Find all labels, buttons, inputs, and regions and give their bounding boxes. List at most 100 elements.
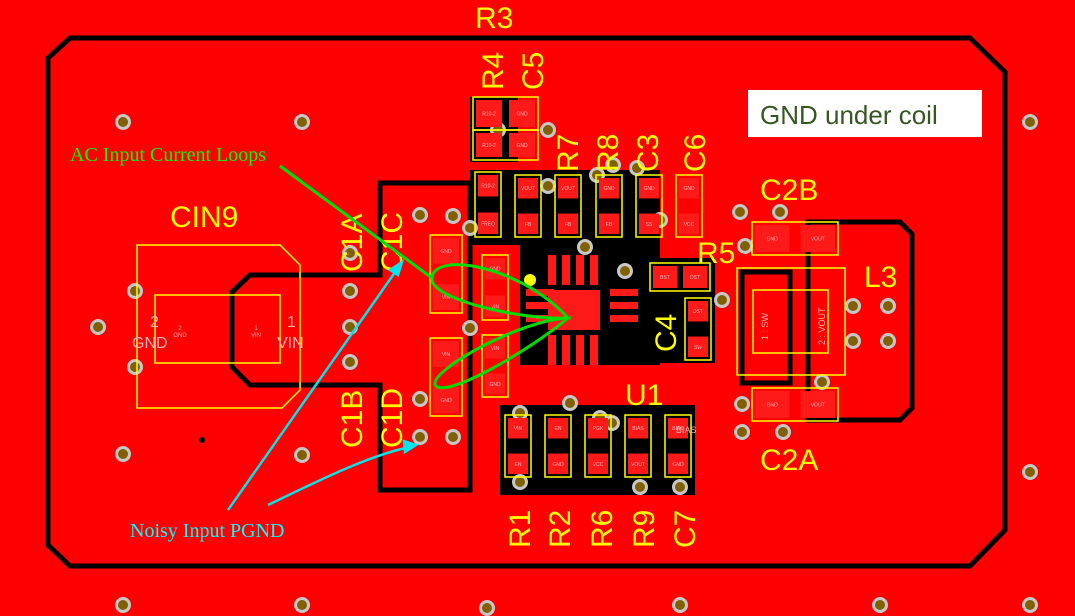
refdes-c2a: C2A [760, 444, 818, 477]
component-outline [481, 254, 509, 321]
via-hole [565, 398, 575, 408]
pad[interactable] [599, 178, 619, 199]
pad[interactable] [679, 178, 699, 199]
via-hole [735, 207, 745, 217]
via-hole [1025, 600, 1035, 610]
via-hole [297, 600, 307, 610]
via-hole [608, 160, 618, 170]
component-r2[interactable]: EN GND [544, 414, 572, 478]
pad[interactable] [599, 213, 619, 234]
pad[interactable] [485, 373, 505, 394]
via-hole [737, 399, 747, 409]
refdes-c7: C7 [669, 510, 702, 548]
pad[interactable] [588, 418, 608, 439]
pad-label: EN [555, 426, 562, 432]
pad-label: GND [672, 462, 684, 468]
pad[interactable] [476, 100, 502, 127]
pad[interactable] [548, 453, 568, 474]
pad[interactable] [558, 213, 578, 234]
refdes-r4: R4 [477, 52, 510, 90]
pad-label: VCC [684, 222, 695, 228]
pad[interactable] [476, 133, 502, 157]
pad[interactable] [639, 178, 659, 199]
sw-pour-outline [739, 269, 793, 386]
pad[interactable] [508, 418, 528, 439]
pad[interactable] [668, 418, 688, 439]
pad[interactable] [433, 387, 459, 413]
refdes-r5: R5 [697, 237, 735, 270]
via-hole [297, 117, 307, 127]
via-hole [543, 181, 553, 191]
refdes-r3: R3 [475, 2, 513, 35]
pad[interactable] [688, 301, 708, 322]
pad[interactable] [588, 453, 608, 474]
pad[interactable] [628, 418, 648, 439]
pad[interactable] [683, 266, 707, 288]
pad[interactable] [478, 212, 498, 234]
pad-label: GND [440, 249, 452, 255]
pad[interactable] [509, 133, 535, 157]
cin9-footprint[interactable]: 2 GND 1 VIN 2 GND 1 VIN [132, 244, 304, 409]
pad[interactable] [508, 453, 528, 474]
pad[interactable] [679, 213, 699, 234]
pad[interactable] [548, 418, 568, 439]
pad[interactable] [755, 391, 790, 418]
pad[interactable] [688, 336, 708, 357]
pad[interactable] [518, 178, 538, 199]
pad-label: GND [683, 186, 695, 192]
via-hole [465, 223, 475, 233]
pad[interactable] [800, 225, 835, 252]
pad[interactable] [668, 453, 688, 474]
via-hole [130, 286, 140, 296]
pad[interactable] [800, 391, 835, 418]
component-r7[interactable]: VOUT FB [514, 174, 542, 238]
pad-label: GND [489, 267, 501, 273]
l3-footprint[interactable]: 1 : SW 2 : VOUT [736, 267, 846, 376]
pad[interactable] [639, 213, 659, 234]
pad[interactable] [628, 453, 648, 474]
u1-pin [590, 255, 598, 285]
u1-pin [548, 335, 556, 365]
pad[interactable] [558, 178, 578, 199]
component-outline [635, 174, 663, 238]
pad[interactable] [433, 238, 459, 264]
pad-label: GND [552, 462, 564, 468]
component-c6[interactable]: GND VCC [675, 174, 703, 238]
pad-label: VOUT [521, 186, 535, 192]
component-outline [481, 334, 509, 398]
pad-label: PGK [593, 426, 604, 432]
pad[interactable] [478, 175, 498, 197]
component-outline [472, 129, 539, 161]
pad-label: FB [525, 222, 532, 228]
l3-pad2: 2 : VOUT [817, 307, 827, 345]
refdes-c1b: C1B [336, 390, 369, 448]
refdes-r1: R1 [504, 510, 537, 548]
pad[interactable] [509, 100, 535, 127]
via-hole [737, 427, 747, 437]
bias-label: BIAS [676, 425, 697, 435]
pad[interactable] [755, 225, 790, 252]
pad[interactable] [518, 213, 538, 234]
refdes-r7: R7 [552, 134, 585, 172]
component-outline [675, 174, 703, 238]
pad[interactable] [653, 266, 677, 288]
